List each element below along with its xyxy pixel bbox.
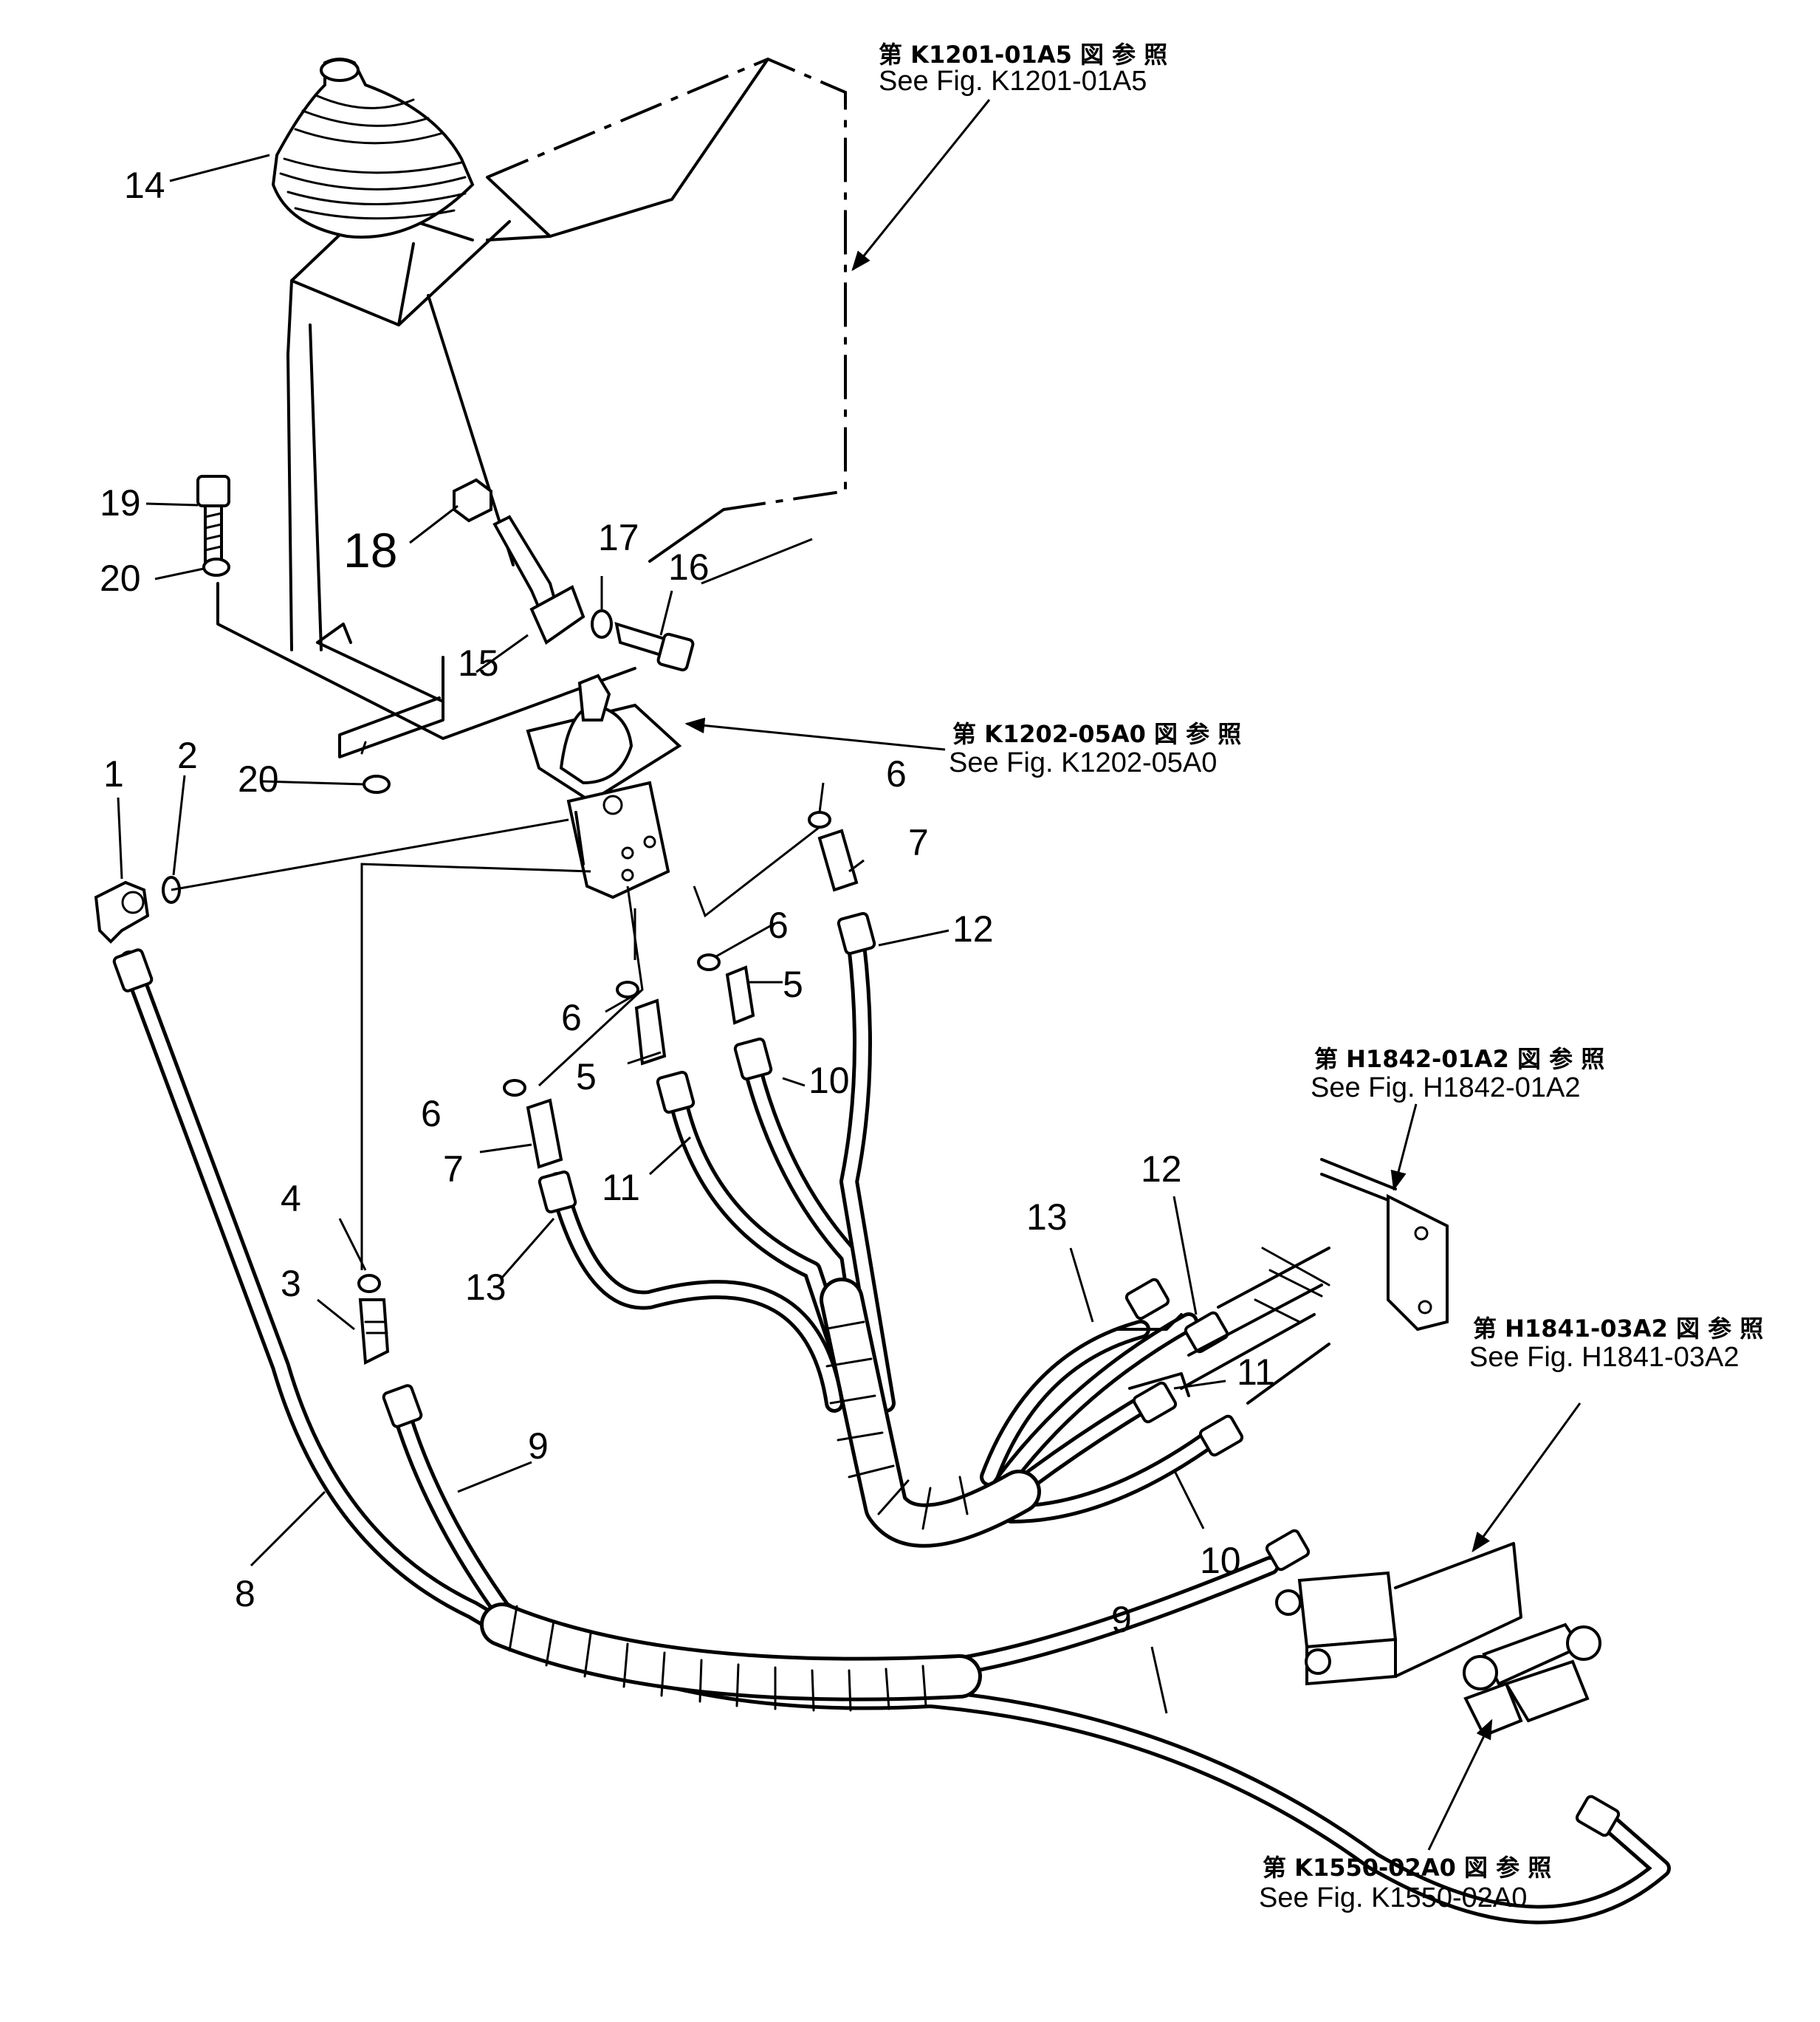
label-5-left: 5 (576, 1056, 597, 1097)
leader-lines (117, 154, 1226, 1714)
bolt-16 (614, 622, 695, 672)
label-12-top: 12 (952, 908, 994, 950)
reference-arrows (684, 99, 1582, 1851)
spiral-wrap (480, 1278, 1041, 1712)
ref-h1842-jp: 第 H1842-01A2 図 参 照 (1314, 1045, 1604, 1073)
label-10-right: 10 (1200, 1540, 1241, 1581)
label-13-left: 13 (465, 1267, 506, 1308)
ref-k1550-jp: 第 K1550-02A0 図 参 照 (1263, 1854, 1551, 1882)
label-14: 14 (124, 165, 165, 206)
ref-k1201-jp: 第 K1201-01A5 図 参 照 (879, 41, 1167, 69)
label-7-top: 7 (908, 822, 929, 863)
label-3: 3 (281, 1263, 301, 1304)
label-11-right: 11 (1237, 1351, 1275, 1393)
label-6-mid: 6 (768, 905, 789, 946)
label-9-left: 9 (528, 1425, 549, 1467)
label-9-right: 9 (1111, 1599, 1132, 1640)
label-11-top: 11 (602, 1167, 640, 1208)
ref-k1202-jp: 第 K1202-05A0 図 参 照 (952, 720, 1241, 748)
label-12-right: 12 (1141, 1148, 1182, 1190)
tee-fitting (1463, 1622, 1601, 1738)
label-6-left: 6 (561, 997, 582, 1038)
ref-h1842-en: See Fig. H1842-01A2 (1311, 1072, 1580, 1103)
label-20-top: 20 (100, 558, 141, 599)
ref-k1201-en: See Fig. K1201-01A5 (879, 66, 1147, 97)
fittings (357, 811, 859, 1365)
washer-20-bottom (363, 775, 391, 794)
washer-17 (591, 609, 613, 639)
lever-boot (271, 58, 475, 239)
label-18: 18 (343, 523, 397, 578)
label-10-top: 10 (808, 1060, 850, 1101)
part-number-labels: 14 19 20 18 17 16 15 20 1 2 6 7 12 6 5 6… (100, 165, 1275, 1640)
label-20-bottom: 20 (238, 758, 279, 800)
pilot-valve (526, 674, 682, 899)
label-19: 19 (100, 482, 141, 524)
washer-20-top (202, 558, 230, 577)
label-17: 17 (598, 517, 639, 558)
elbow-fitting-1 (94, 880, 150, 944)
label-1: 1 (103, 753, 124, 795)
label-15: 15 (458, 642, 499, 684)
ref-k1202-en: See Fig. K1202-05A0 (949, 747, 1217, 778)
label-6-far-left: 6 (421, 1093, 442, 1134)
bolt-19 (196, 475, 230, 563)
control-lever (453, 478, 586, 645)
ref-k1550-en: See Fig. K1550-02A0 (1259, 1882, 1527, 1913)
ref-h1841-en: See Fig. H1841-03A2 (1469, 1342, 1739, 1373)
valve-block (1275, 1542, 1522, 1686)
label-16: 16 (668, 546, 710, 588)
hose-end-fittings (112, 911, 1621, 1837)
ref-h1841-jp: 第 H1841-03A2 図 参 照 (1473, 1315, 1763, 1343)
label-5-right: 5 (783, 964, 803, 1005)
junction-block (1113, 1158, 1449, 1405)
label-2: 2 (177, 735, 198, 776)
mounting-bracket (216, 582, 636, 758)
label-7-left: 7 (443, 1148, 464, 1190)
figure-references: 第 K1201-01A5 図 参 照 See Fig. K1201-01A5 第… (879, 41, 1763, 1913)
label-4: 4 (281, 1178, 301, 1219)
label-6-top: 6 (886, 753, 907, 795)
label-8: 8 (235, 1573, 255, 1614)
label-13-right: 13 (1026, 1196, 1068, 1238)
